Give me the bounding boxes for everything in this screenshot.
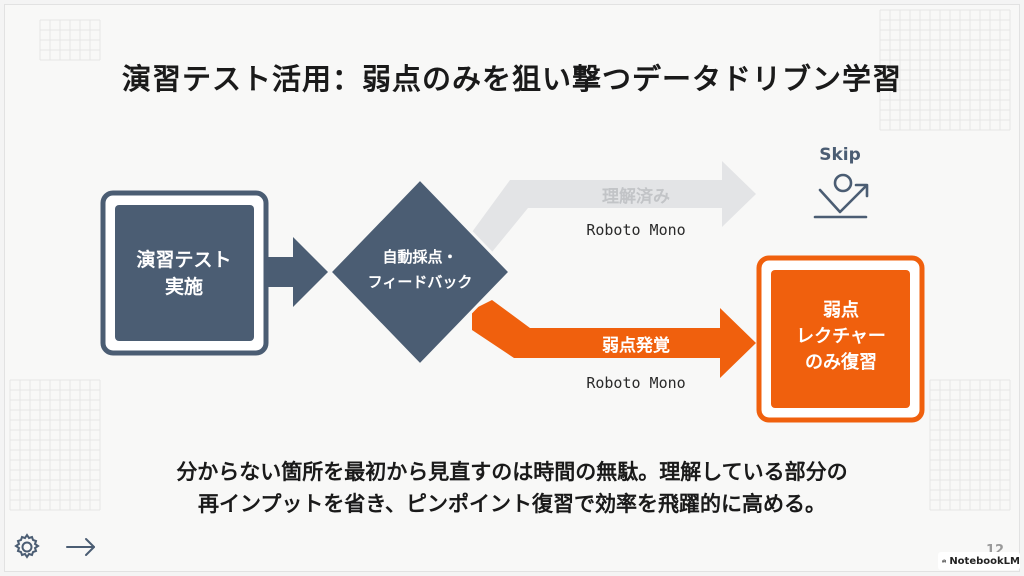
arrow-test-to-grading	[268, 237, 328, 307]
node-grading-line2: フィードバック	[368, 273, 473, 291]
node-grading-line1: 自動採点・	[382, 248, 457, 266]
description-line1: 分からない箇所を最初から見直すのは時間の無駄。理解している部分の	[176, 460, 848, 484]
node-review-line3: のみ復習	[805, 351, 877, 373]
node-review: 弱点 レクチャー のみ復習	[756, 255, 925, 423]
skip-icon	[813, 173, 869, 219]
notebooklm-logo-icon	[942, 559, 947, 563]
arrow-weakness-sublabel: Roboto Mono	[586, 374, 685, 392]
grid-top-right	[879, 9, 1011, 131]
node-grading: 自動採点・ フィードバック	[327, 176, 513, 368]
node-review-line2: レクチャー	[796, 326, 886, 347]
description-line2: 再インプットを省き、ピンポイント復習で効率を飛躍的に高める。	[198, 492, 826, 516]
arrow-understood: 理解済み Roboto Mono	[472, 161, 756, 252]
grid-top-left	[39, 19, 101, 61]
gear-icon[interactable]	[12, 532, 42, 562]
node-test-line1: 演習テスト	[136, 248, 231, 271]
arrow-right-icon[interactable]	[64, 534, 98, 560]
arrow-weakness: 弱点発覚 Roboto Mono	[472, 300, 756, 392]
arrow-understood-label: 理解済み	[602, 186, 670, 207]
slide-title: 演習テスト活用：弱点のみを狙い撃つデータドリブン学習	[121, 62, 902, 96]
notebooklm-badge: NotebookLM	[938, 552, 1020, 570]
notebooklm-label: NotebookLM	[949, 555, 1020, 567]
node-review-line1: 弱点	[823, 299, 859, 321]
node-test-line2: 実施	[165, 275, 203, 298]
skip-label: Skip	[819, 145, 861, 165]
arrow-weakness-label: 弱点発覚	[602, 335, 670, 356]
grid-bottom-right	[929, 379, 1011, 511]
grid-bottom-left	[9, 379, 101, 511]
node-test: 演習テスト 実施	[100, 190, 269, 356]
arrow-understood-sublabel: Roboto Mono	[586, 221, 685, 239]
